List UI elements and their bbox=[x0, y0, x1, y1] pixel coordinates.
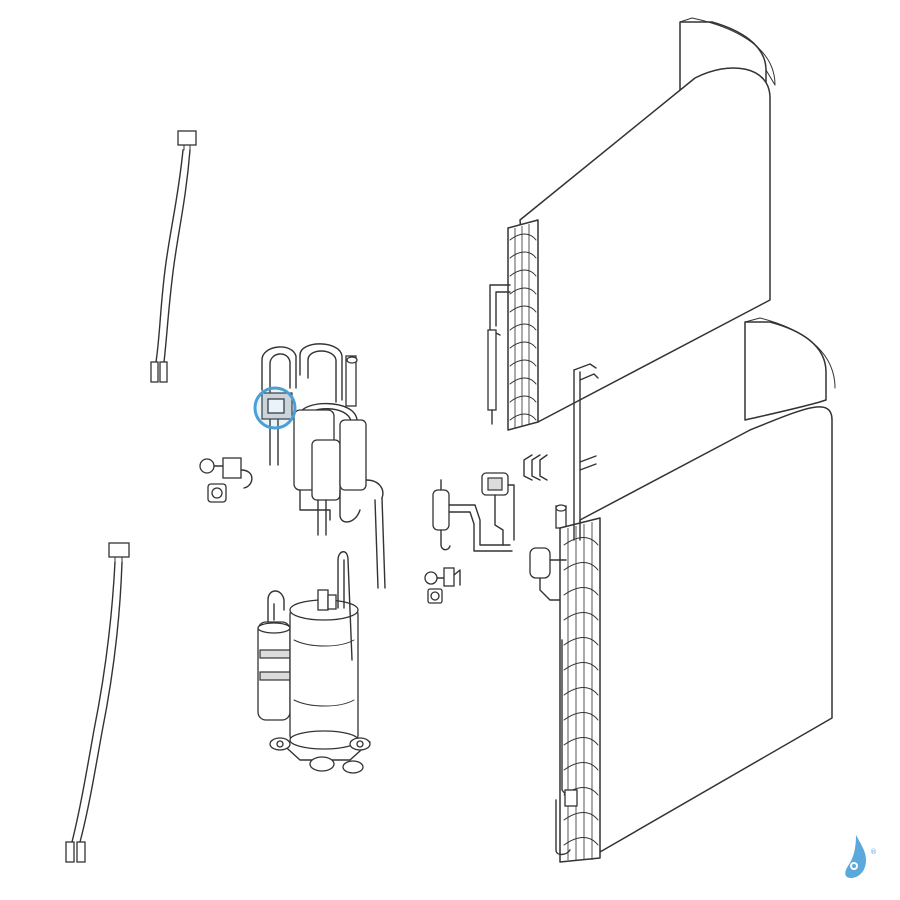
lower-service-valve[interactable] bbox=[424, 567, 461, 604]
upper-cable-harness[interactable] bbox=[150, 130, 197, 383]
lower-condenser-coil[interactable] bbox=[529, 317, 836, 863]
filter-drier-piping[interactable] bbox=[432, 454, 567, 552]
upper-condenser-coil[interactable] bbox=[487, 17, 776, 431]
four-way-valve-assembly[interactable] bbox=[253, 343, 386, 589]
lower-cable-harness[interactable] bbox=[65, 542, 130, 863]
left-service-valve[interactable] bbox=[199, 457, 253, 503]
registered-mark: ® bbox=[870, 848, 877, 856]
brand-logo: ® bbox=[845, 835, 877, 878]
compressor[interactable] bbox=[257, 551, 371, 774]
